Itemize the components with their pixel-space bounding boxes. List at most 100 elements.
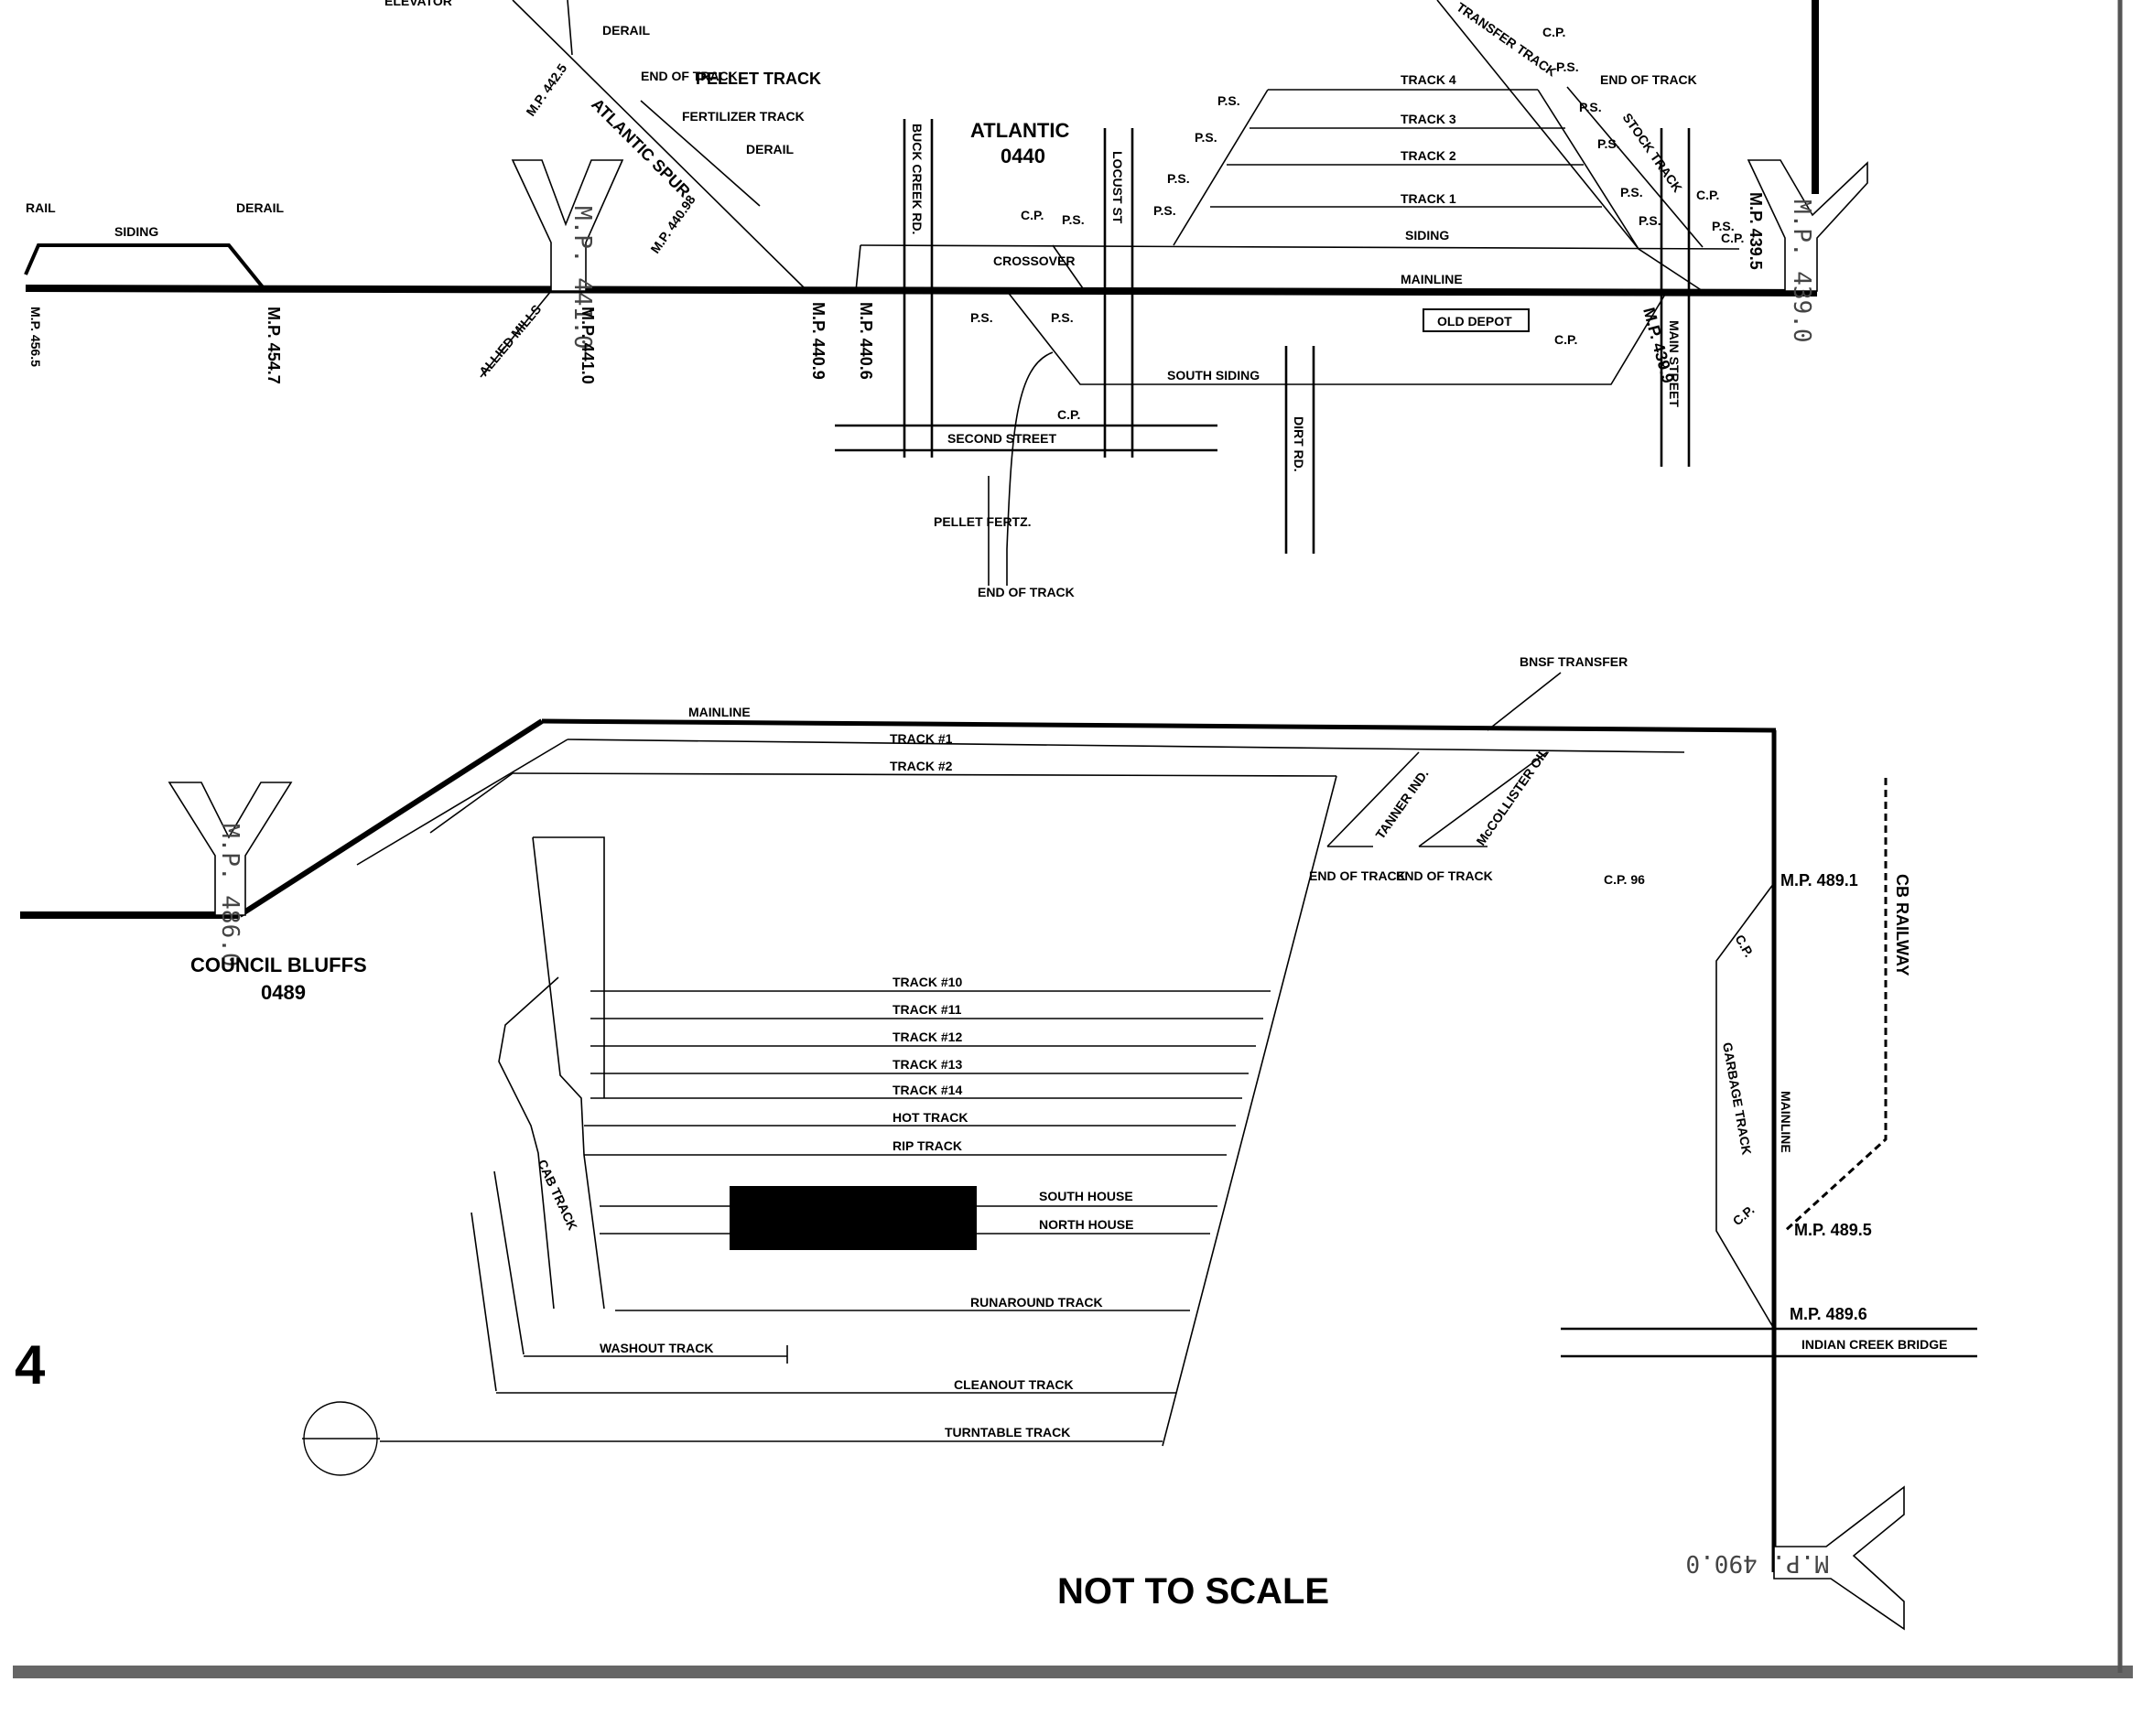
yard-track-10-label: TRACK #10 (893, 975, 962, 989)
main-street-label: MAIN STREET (1667, 320, 1682, 407)
cab-track-label: CAB TRACK (535, 1158, 580, 1233)
station-council-bluffs: COUNCIL BLUFFS (190, 954, 367, 976)
pellet-track (640, 100, 761, 207)
ps-7: P.S. (1217, 93, 1240, 108)
wye-439 (1747, 159, 1868, 292)
cb-railway-line (1783, 778, 1888, 1233)
end-of-track-bottom-label: END OF TRACK (978, 585, 1075, 599)
mainline-vertical-label: MAINLINE (1779, 1091, 1793, 1153)
yard-lead-2 (532, 836, 605, 1310)
wye-490 (1773, 1485, 1905, 1631)
track2-label: TRACK 2 (1401, 148, 1456, 163)
crossover (1052, 244, 1086, 292)
track3-label: TRACK 3 (1401, 112, 1456, 126)
ps-8: P.S. (1556, 59, 1579, 74)
mp-489-6: M.P. 489.6 (1790, 1305, 1867, 1323)
cb-mainline-diag (238, 718, 544, 918)
turntable-label: TURNTABLE TRACK (945, 1425, 1070, 1439)
locust-st-label: LOCUST ST (1110, 151, 1125, 224)
garbage-track-label: GARBAGE TRACK (1720, 1041, 1754, 1156)
ps-2: P.S. (1051, 310, 1074, 325)
hot-track-label: HOT TRACK (893, 1110, 968, 1125)
garbage-track (1715, 882, 1775, 1330)
old-depot-box (1423, 308, 1530, 332)
stock-track (1566, 86, 1704, 248)
track-2-label: TRACK #2 (890, 759, 953, 773)
cleanout-lead (471, 1212, 497, 1392)
end-of-track-1: END OF TRACK (1309, 868, 1406, 883)
cb-mainline-top (541, 718, 1777, 733)
mp-439-5: M.P. 439.5 (1747, 192, 1765, 270)
pellet-track-label: PELLET TRACK (696, 70, 821, 88)
wye-486 (168, 782, 293, 916)
wye-490-label: M.P. 490.0 (1685, 1549, 1829, 1577)
crossover-label: CROSSOVER (993, 253, 1075, 268)
wye-439-label: M.P. 439.0 (1788, 199, 1815, 343)
mp-440-6: M.P. 440.6 (857, 302, 875, 380)
derail-left-label: DERAIL (236, 200, 285, 215)
not-to-scale: NOT TO SCALE (1057, 1571, 1329, 1612)
siding-left-label: SIDING (114, 224, 158, 239)
runaround-label: RUNAROUND TRACK (970, 1295, 1103, 1310)
page-number: 4 (15, 1334, 46, 1396)
siding-label: SIDING (1405, 228, 1449, 243)
north-house-label: NORTH HOUSE (1039, 1217, 1133, 1232)
cb-railway-label: CB RAILWAY (1893, 874, 1911, 976)
cb-cp-1: C.P. (1732, 933, 1757, 960)
yard-track-12-label: TRACK #12 (893, 1030, 962, 1044)
elevator-label: ELEVATOR (384, 0, 452, 8)
pellet-fertz-label: PELLET FERTZ. (934, 514, 1032, 529)
ps-12: P.S. (1639, 213, 1661, 228)
mp-456-5: M.P. 456.5 (28, 307, 43, 367)
mp-442-5: M.P. 442.5 (523, 60, 569, 118)
south-house-label: SOUTH HOUSE (1039, 1189, 1133, 1203)
mccollister-track (1418, 751, 1548, 847)
wye-441 (511, 159, 624, 292)
derail-mid-label: DERAIL (746, 142, 795, 156)
ps-3: P.S. (1062, 212, 1085, 227)
buck-creek-rd-label: BUCK CREEK RD. (910, 124, 925, 234)
yard-track-13-label: TRACK #13 (893, 1057, 962, 1072)
station-atlantic-code: 0440 (1001, 145, 1045, 167)
ps-10: P.S. (1597, 136, 1620, 151)
cb-mainline-label: MAINLINE (688, 705, 751, 719)
mp-441-0: M.P. 441.0 (579, 307, 597, 384)
mp-489-5: M.P. 489.5 (1794, 1221, 1872, 1239)
bnsf-transfer-line (1487, 672, 1562, 731)
allied-mills-label: ALLIED MILLS (476, 302, 544, 379)
track-2-line (512, 772, 1337, 777)
old-depot-label: OLD DEPOT (1437, 314, 1512, 329)
ps-5: P.S. (1167, 171, 1190, 186)
mainline-label: MAINLINE (1401, 272, 1463, 286)
yard-right-diag (1162, 775, 1337, 1447)
yard-lead-left (1173, 89, 1269, 246)
cleanout-label: CLEANOUT TRACK (954, 1377, 1074, 1392)
tanner-ind-track (1326, 751, 1420, 847)
fertilizer-track-label: FERTILIZER TRACK (682, 109, 805, 124)
ps-6: P.S. (1195, 130, 1217, 145)
rail-label: RAIL (26, 200, 56, 215)
cp-96-label: C.P. 96 (1604, 872, 1645, 887)
ps-11: P.S. (1620, 185, 1643, 199)
wye-441-label: M.P. 441.0 (568, 206, 596, 350)
crossover-lower (855, 244, 861, 292)
end-of-track-2: END OF TRACK (1396, 868, 1493, 883)
ps-13: P.S. (1712, 219, 1735, 233)
mp-454-7: M.P. 454.7 (265, 307, 283, 384)
tanner-ind-label: TANNER IND. (1372, 766, 1431, 841)
end-of-track-top-label: END OF TRACK (641, 69, 738, 83)
wye-486-label: M.P. 486.0 (216, 824, 243, 967)
track-2-lead (429, 772, 514, 834)
cb-cp-2: C.P. (1730, 1202, 1758, 1229)
cab-track-line (498, 976, 559, 1310)
station-council-bluffs-code: 0489 (261, 981, 306, 1004)
second-street-label: SECOND STREET (947, 431, 1056, 446)
siding-top (860, 244, 1740, 250)
track1-label: TRACK 1 (1401, 191, 1456, 206)
atlantic-spur (512, 0, 808, 292)
cp-5: C.P. (1721, 231, 1744, 245)
page-border-bottom (13, 1666, 2133, 1678)
ps-1: P.S. (970, 310, 993, 325)
rip-track-label: RIP TRACK (893, 1138, 962, 1153)
